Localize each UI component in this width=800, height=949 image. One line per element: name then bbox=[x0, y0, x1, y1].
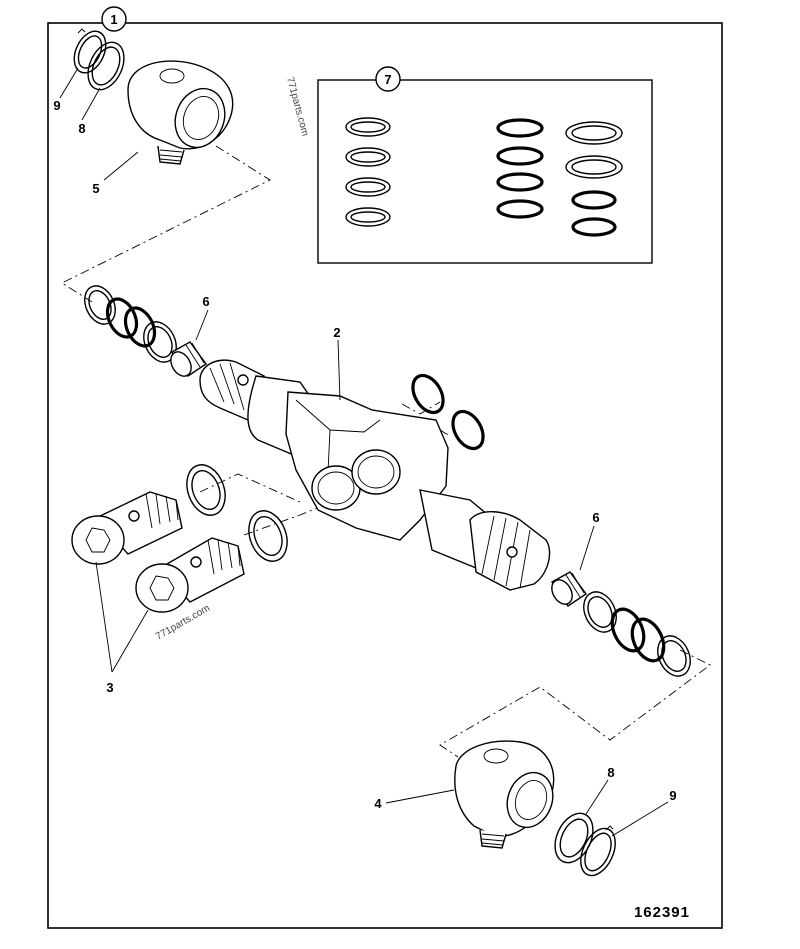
callout-5: 5 bbox=[92, 181, 99, 196]
banjo-bolts: 3 771parts.com bbox=[71, 464, 288, 695]
split-ring-set bbox=[345, 117, 391, 227]
callout-1: 1 bbox=[101, 6, 127, 32]
callout-2: 2 bbox=[333, 325, 340, 340]
figure-code: 162391 bbox=[634, 904, 690, 921]
drawing-frame bbox=[47, 22, 723, 929]
watermark-top: 771parts.com bbox=[284, 76, 310, 137]
callout-6-left: 6 bbox=[202, 294, 209, 309]
o-ring-set bbox=[496, 118, 544, 219]
left-ring-stack bbox=[84, 285, 177, 363]
adapter-right: 6 bbox=[550, 510, 600, 607]
swivel-head-bottom: 4 8 9 bbox=[374, 740, 677, 877]
callout-4: 4 bbox=[374, 796, 382, 811]
callout-8-bottom: 8 bbox=[607, 765, 614, 780]
valve-body: 2 bbox=[199, 325, 551, 591]
swivel-head-top: 9 8 5 bbox=[53, 28, 234, 196]
callout-7-label: 7 bbox=[384, 72, 391, 87]
callout-1-label: 1 bbox=[110, 12, 117, 27]
callout-8-top: 8 bbox=[78, 121, 85, 136]
seal-kit-box: 7 771parts.com bbox=[284, 66, 653, 264]
callout-3: 3 bbox=[106, 680, 113, 695]
right-ring-stack bbox=[583, 591, 691, 677]
backup-ring-set bbox=[565, 121, 623, 237]
callout-9-bottom: 9 bbox=[669, 788, 676, 803]
adapter-left: 6 bbox=[170, 294, 210, 377]
body-o-rings bbox=[411, 373, 485, 451]
callout-6-right: 6 bbox=[592, 510, 599, 525]
callout-9-top: 9 bbox=[53, 98, 60, 113]
